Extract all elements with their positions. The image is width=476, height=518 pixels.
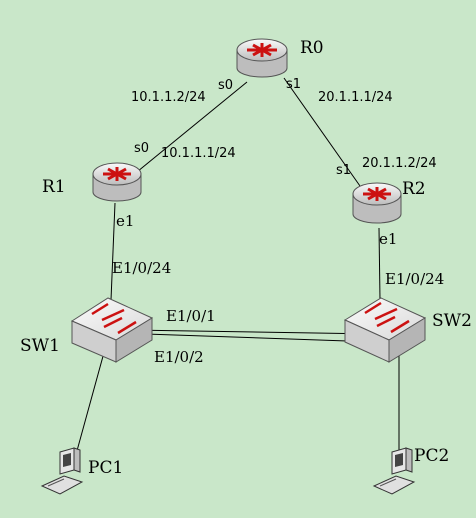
- pc2-name: PC2: [414, 446, 449, 466]
- sw1-uplink-label: E1/0/24: [112, 259, 171, 277]
- router-r0[interactable]: [236, 38, 288, 78]
- router-r1[interactable]: [92, 162, 142, 202]
- sw2-name: SW2: [432, 311, 472, 331]
- link-r0-r1: [131, 81, 248, 177]
- sw1-port-e1-0-2-label: E1/0/2: [154, 348, 204, 366]
- switch-arrows-icon: [364, 301, 410, 334]
- r2-e1-label: e1: [379, 230, 397, 248]
- sw1-name: SW1: [20, 336, 60, 356]
- pc1-name: PC1: [88, 458, 123, 478]
- link-sw1-sw2-a: [129, 329, 377, 335]
- switch-sw1[interactable]: [70, 297, 154, 363]
- r0-name: R0: [300, 38, 324, 58]
- switch-arrows-icon: [91, 302, 137, 335]
- r2-s1-label: s1: [336, 163, 351, 178]
- r0-s0-ip-label: 10.1.1.2/24: [131, 90, 206, 105]
- pc1-icon[interactable]: [40, 447, 84, 495]
- router-arrows-icon: [103, 167, 131, 181]
- r2-name: R2: [402, 179, 426, 199]
- links: [74, 77, 400, 459]
- r0-s0-label: s0: [218, 78, 233, 93]
- sw1-port-e1-0-1-label: E1/0/1: [166, 307, 216, 325]
- r1-name: R1: [42, 177, 66, 197]
- link-r0-r2: [283, 77, 361, 187]
- link-sw1-sw2-b: [117, 332, 377, 343]
- r1-s0-ip-label: 10.1.1.1/24: [161, 146, 236, 161]
- switch-sw2[interactable]: [343, 297, 427, 363]
- r1-e1-label: e1: [116, 212, 134, 230]
- router-arrows-icon: [247, 43, 277, 57]
- pc2-icon[interactable]: [372, 447, 416, 495]
- link-r2-sw2: [378, 227, 381, 301]
- r2-s1-ip-label: 20.1.1.2/24: [362, 156, 437, 171]
- link-sw1-pc1: [74, 337, 109, 459]
- sw2-uplink-label: E1/0/24: [385, 270, 444, 288]
- link-r1-sw1: [110, 202, 116, 301]
- r0-s1-label: s1: [286, 77, 301, 92]
- router-r2[interactable]: [352, 182, 402, 224]
- router-arrows-icon: [363, 187, 391, 201]
- r0-s1-ip-label: 20.1.1.1/24: [318, 90, 393, 105]
- r1-s0-label: s0: [134, 141, 149, 156]
